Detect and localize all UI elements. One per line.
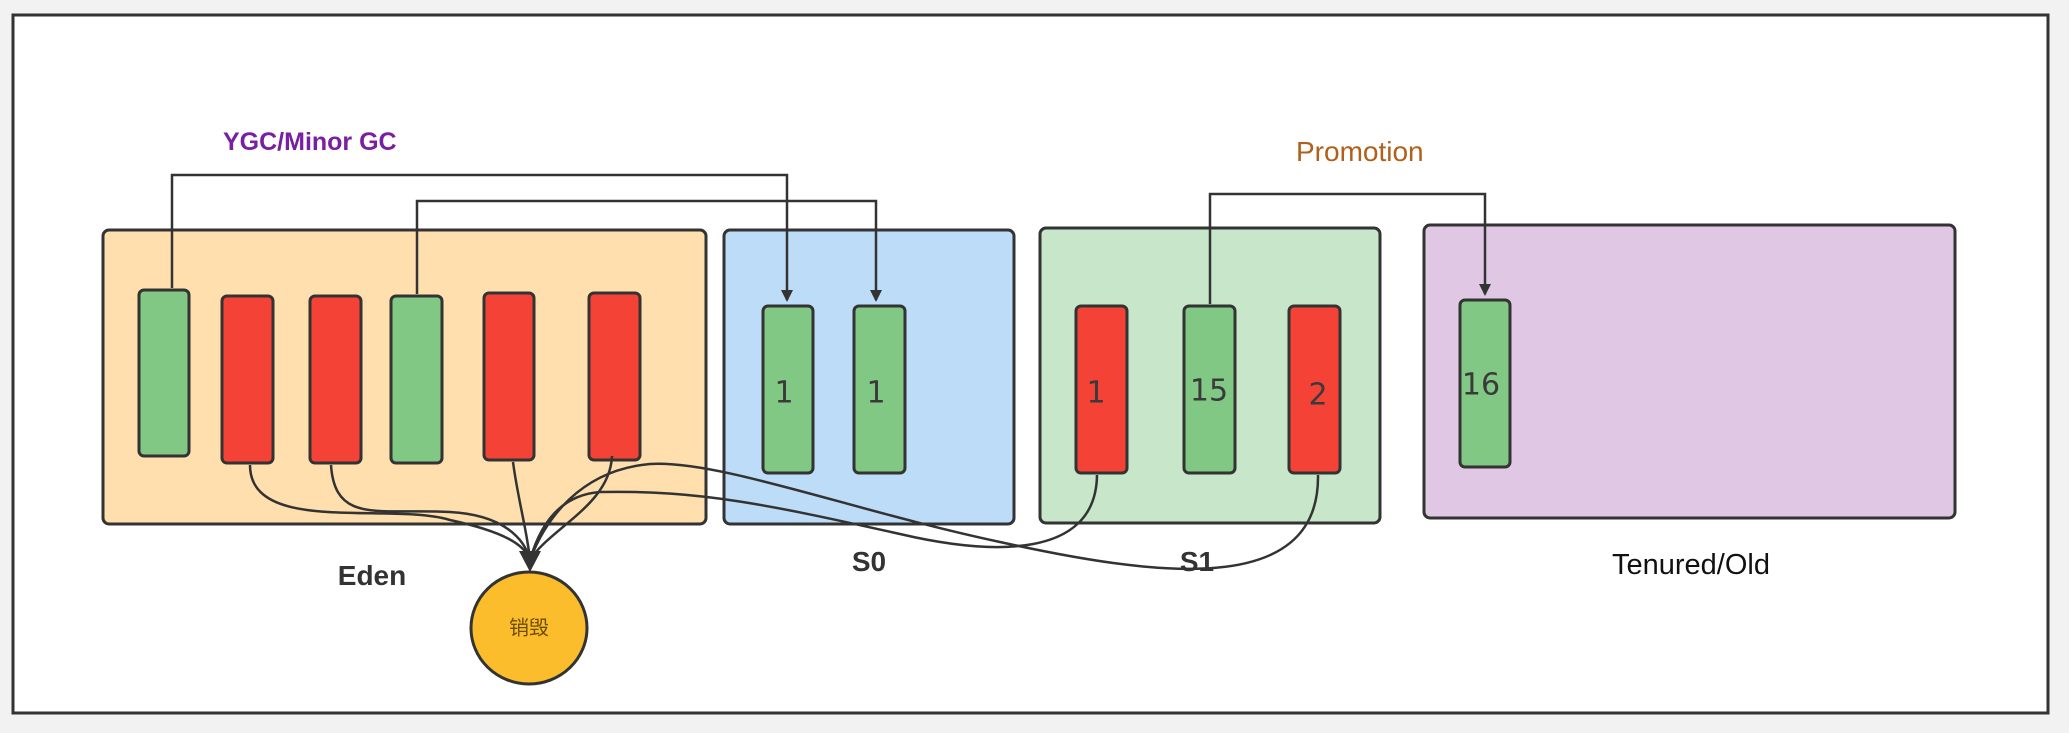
old-region	[1422, 223, 1957, 520]
s0-object-1	[761, 304, 815, 475]
ygc-label: YGC/Minor GC	[223, 128, 397, 156]
s0-object-2	[852, 304, 907, 475]
old-object-1	[1458, 298, 1512, 469]
destroy-curve-eden-dead-1	[248, 464, 532, 561]
destroy-curve-s1-dead-2	[528, 462, 1320, 571]
destroy-circle	[469, 570, 589, 686]
s1-label: S1	[1180, 546, 1214, 577]
eden-dead-object-1	[220, 294, 275, 465]
eden-live-object-1	[137, 288, 191, 458]
s0-object-2-age: 1	[866, 376, 885, 411]
eden-dead-object-3	[482, 291, 536, 462]
eden-dead-object-2	[308, 294, 363, 465]
eden-label: Eden	[338, 560, 406, 591]
s1-object-2-age: 15	[1190, 374, 1228, 409]
s1-object-3	[1287, 304, 1342, 475]
destroy-arrowhead	[519, 551, 541, 572]
destroy-curve-eden-dead-2	[329, 464, 532, 561]
s1-object-1	[1074, 304, 1129, 475]
s1-object-2	[1182, 304, 1237, 475]
destroy-curve-eden-dead-3	[511, 461, 532, 561]
s0-object-1-age: 1	[774, 376, 793, 411]
destroy-label: 销毁	[509, 616, 549, 639]
destroy-curves	[248, 455, 1320, 571]
destroy-curve-eden-dead-4	[528, 455, 614, 561]
eden-dead-object-4	[587, 291, 642, 462]
promotion-label: Promotion	[1296, 136, 1424, 167]
old-object-1-age: 16	[1462, 368, 1500, 403]
eden-live-object-2	[389, 294, 444, 465]
copy-connector-eden-to-s0-2	[415, 199, 882, 302]
old-label: Tenured/Old	[1612, 549, 1770, 581]
copy-connector-eden-to-s0-1	[170, 173, 793, 302]
destroy-curve-s1-dead-1	[528, 474, 1099, 561]
s1-object-1-age: 1	[1086, 376, 1105, 411]
s1-object-3-age: 2	[1308, 378, 1327, 413]
promotion-connector	[1208, 192, 1491, 304]
s0-label: S0	[852, 546, 886, 577]
